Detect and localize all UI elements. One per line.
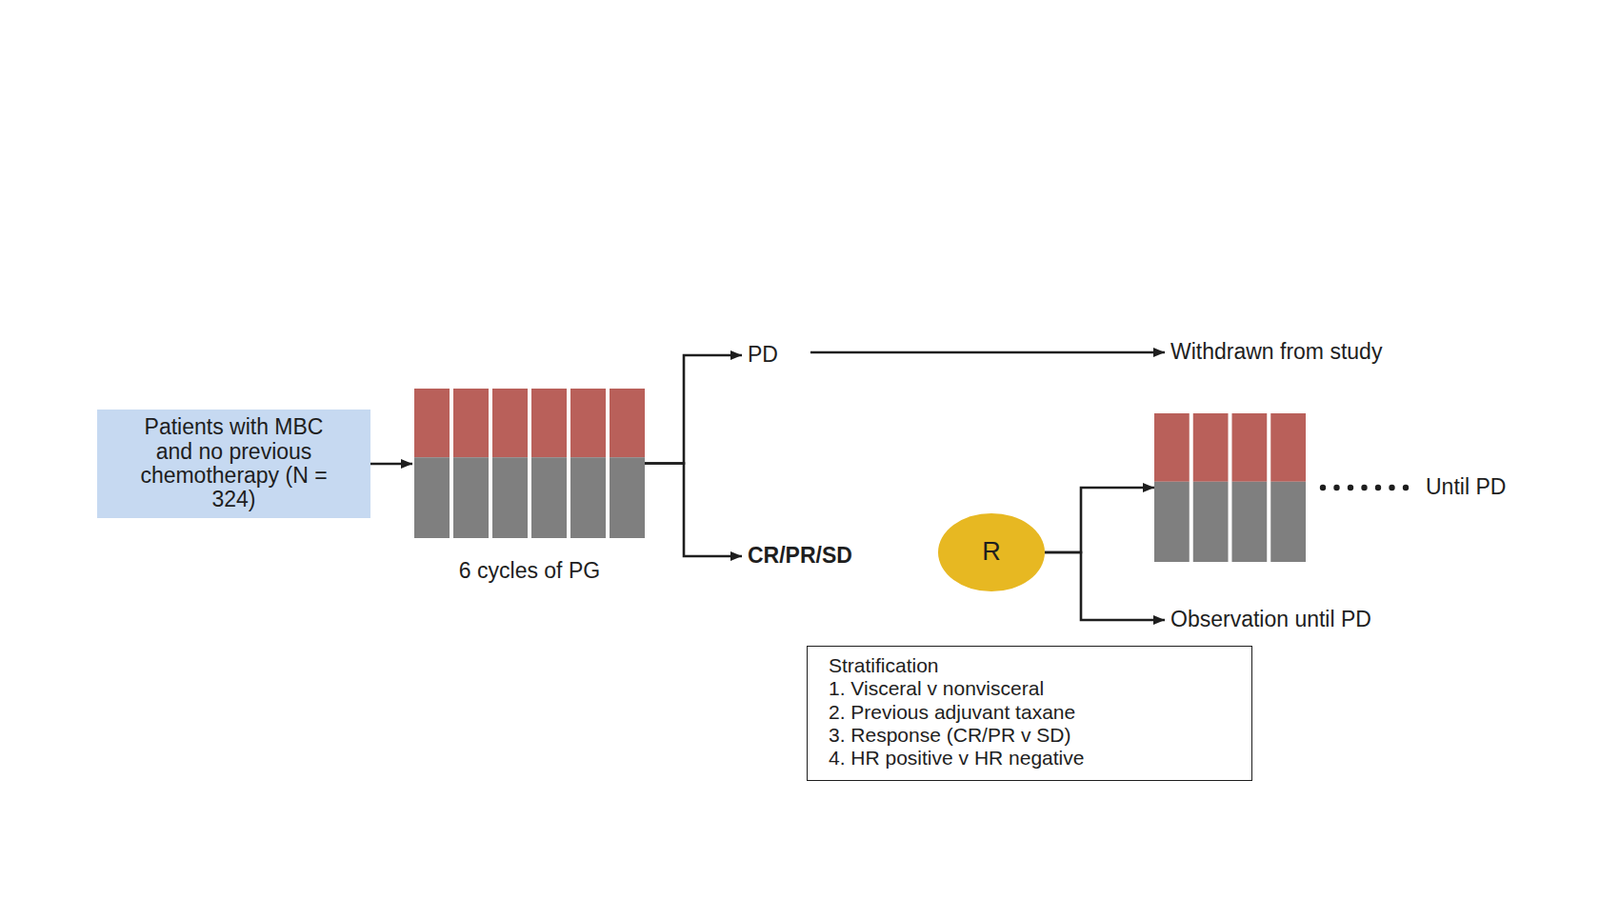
dot: [1375, 484, 1381, 491]
cycle-bar-top: [453, 388, 489, 458]
node-text: Observation until PD: [1170, 607, 1372, 632]
node-text: 3. Response (CR/PR v SD): [828, 723, 1231, 747]
outcome-label: PD: [747, 342, 779, 367]
node-text: 2. Previous adjuvant taxane: [828, 700, 1231, 724]
cycle-bar-bottom: [609, 457, 645, 539]
cycle-bar-bottom: [1232, 481, 1268, 562]
dot: [1333, 484, 1340, 491]
dot: [1360, 484, 1367, 491]
cycle-bar-bottom: [1193, 481, 1229, 562]
cycle-bar-top: [609, 388, 645, 458]
box-heading: Stratification: [828, 654, 1231, 678]
dot: [1320, 484, 1326, 491]
cycle-bar-bottom: [1270, 481, 1306, 562]
flow-arrow: [810, 351, 1165, 355]
flow-arrow: [1044, 552, 1165, 620]
node-text: Until PD: [1425, 475, 1506, 500]
cycle-bar-bottom: [492, 457, 528, 539]
population-box: Patients with MBC and no previous chemot…: [97, 409, 371, 518]
cycle-bars: [1154, 413, 1306, 562]
cycle-bar-top: [414, 388, 450, 458]
node-text: CR/PR/SD: [747, 543, 853, 568]
cycle-bar-top: [531, 388, 567, 458]
node-text: 4. HR positive v HR negative: [828, 746, 1231, 770]
stratification-box: Stratification1. Visceral v nonvisceral2…: [806, 645, 1253, 781]
node-text: 6 cycles of PG: [459, 559, 600, 583]
treatment-cycles: 6 cycles of PG: [414, 388, 645, 539]
cycle-bar-top: [1193, 413, 1229, 482]
cycle-bar-top: [1232, 413, 1268, 482]
flow-arrow: [1044, 487, 1155, 553]
cycle-bars: [414, 388, 645, 539]
cycle-bar-top: [1270, 413, 1306, 482]
dotted-line: [1317, 481, 1424, 494]
cycle-bar-bottom: [453, 457, 489, 539]
cycle-bar-top: [1154, 413, 1190, 482]
cycle-bar-bottom: [531, 457, 567, 539]
node-text: Patients with MBC and no previous chemot…: [135, 415, 333, 512]
dot: [1402, 484, 1409, 491]
outcome-label: Withdrawn from study: [1170, 340, 1382, 364]
node-text: PD: [747, 342, 779, 367]
node-text: Withdrawn from study: [1170, 340, 1382, 364]
dot: [1388, 484, 1395, 491]
dot: [1347, 484, 1354, 491]
node-text: 1. Visceral v nonvisceral: [828, 677, 1231, 700]
circle-fill: [938, 513, 1045, 592]
outcome-label: CR/PR/SD: [747, 543, 853, 568]
flow-arrow: [644, 355, 742, 464]
flow-arrow: [644, 463, 742, 557]
randomization-circle: R: [938, 513, 1045, 592]
cycle-bar-bottom: [570, 457, 606, 539]
arm-label: Observation until PD: [1170, 607, 1372, 632]
maintenance-cycles: Until PD: [1154, 413, 1306, 562]
cycle-bar-top: [492, 388, 528, 458]
flow-arrow: [370, 462, 413, 466]
cycle-bar-top: [570, 388, 606, 458]
cycle-bar-bottom: [414, 457, 450, 539]
cycle-bar-bottom: [1154, 481, 1190, 562]
node-text: R: [981, 538, 1001, 567]
